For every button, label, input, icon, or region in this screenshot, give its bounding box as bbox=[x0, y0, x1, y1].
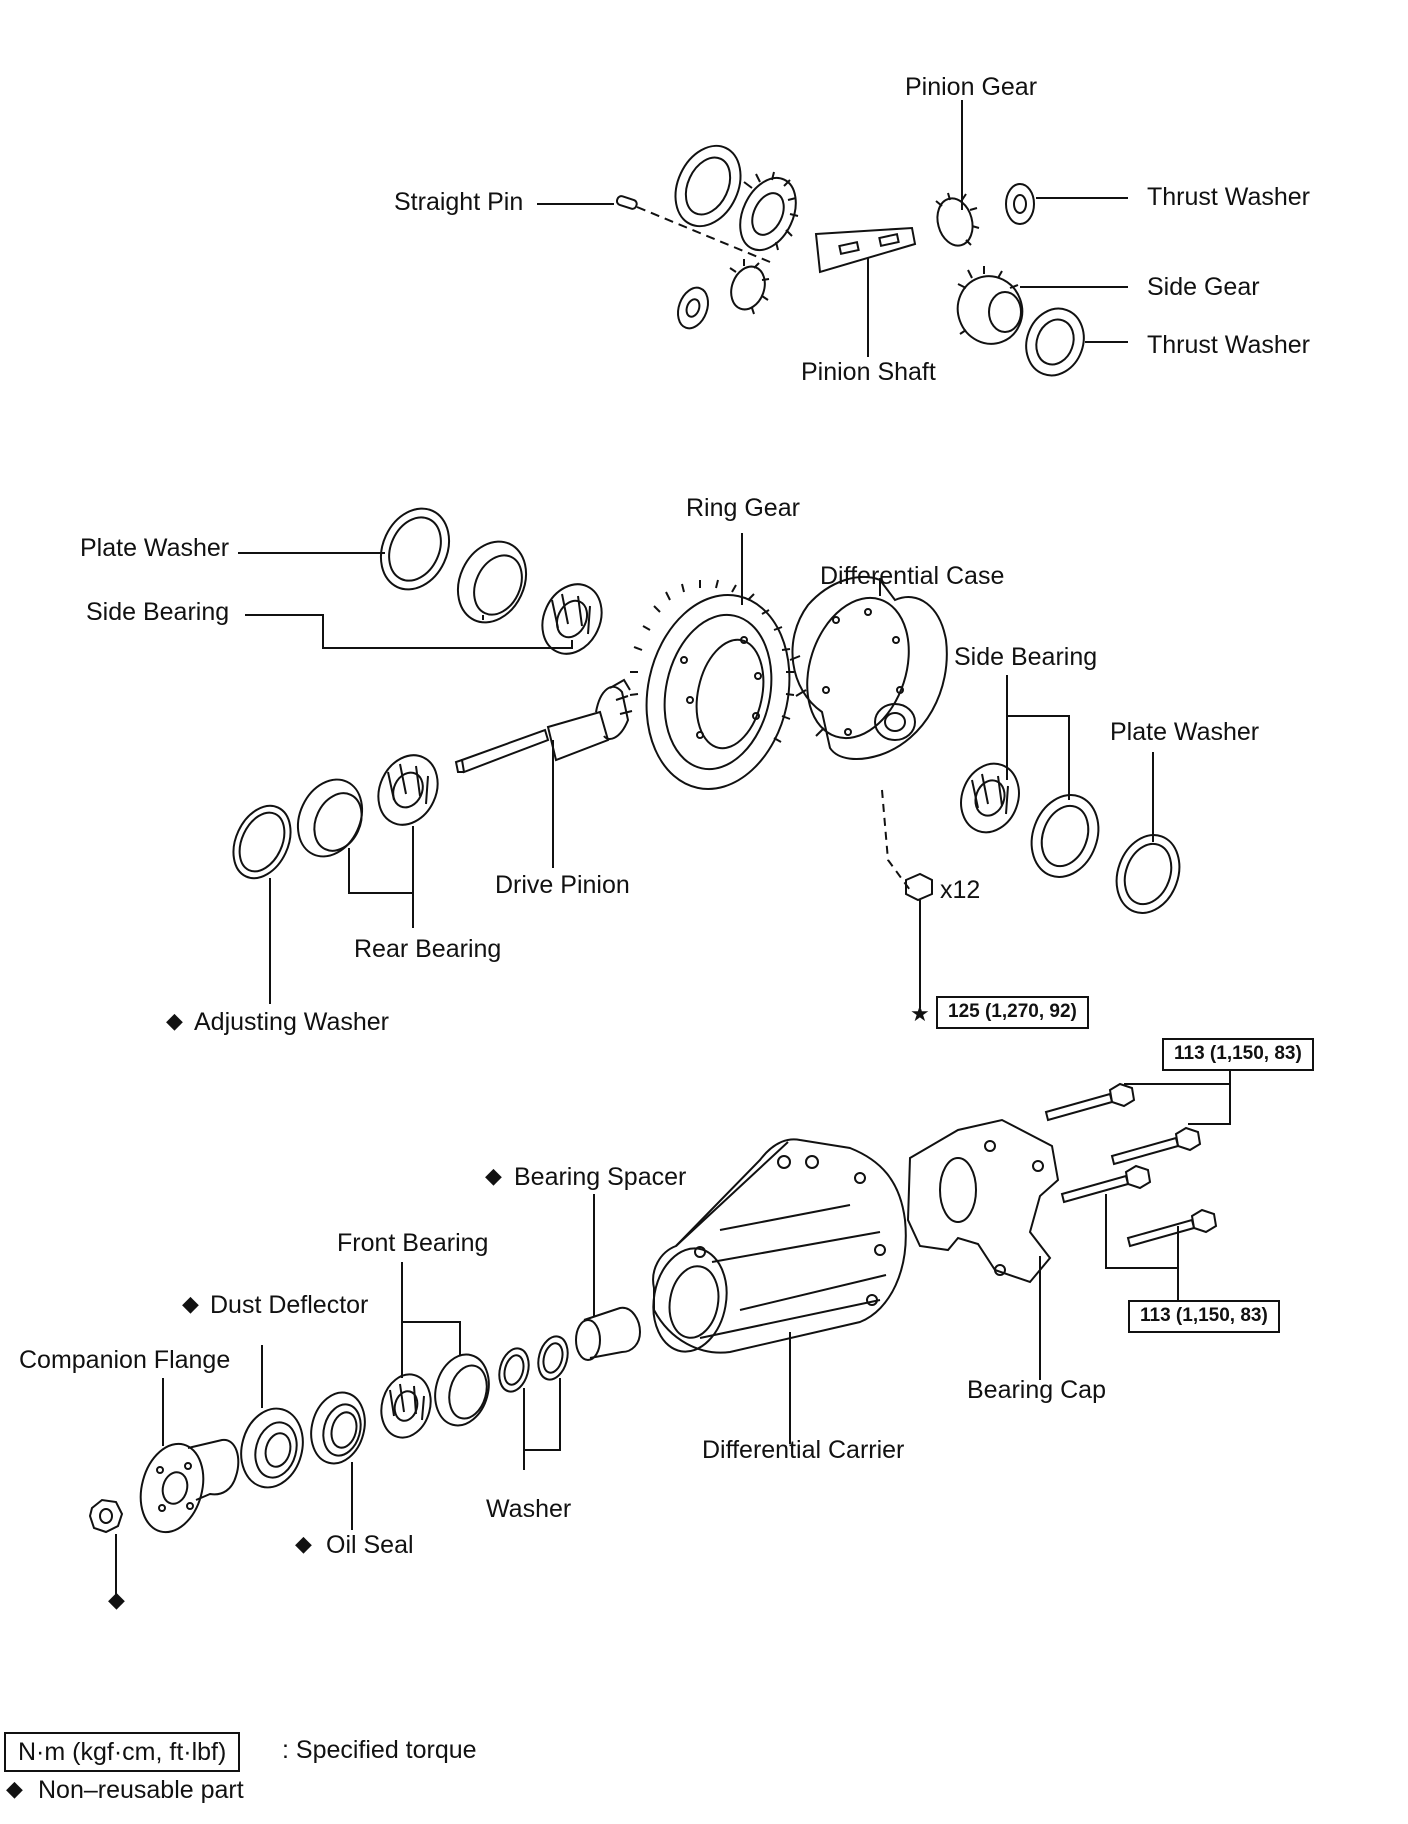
label-side-bearing-right: Side Bearing bbox=[954, 643, 1098, 671]
thrust-washer-left-top bbox=[674, 144, 742, 228]
label-pinion-shaft: Pinion Shaft bbox=[801, 358, 936, 386]
label-oil-seal: Oil Seal bbox=[326, 1531, 414, 1559]
side-bearing-right-bracket bbox=[1006, 675, 1070, 800]
label-front-bearing: Front Bearing bbox=[337, 1229, 489, 1257]
rear-bearing-cup bbox=[296, 778, 364, 858]
washer-right bbox=[537, 1335, 569, 1381]
label-straight-pin: Straight Pin bbox=[394, 188, 524, 216]
label-bearing-cap: Bearing Cap bbox=[967, 1376, 1106, 1404]
washer-bracket bbox=[523, 1378, 561, 1470]
bearing-cap-bolts-bracket-upper bbox=[1124, 1065, 1231, 1125]
label-differential-carrier: Differential Carrier bbox=[702, 1436, 905, 1464]
differential-case bbox=[789, 576, 948, 761]
label-thrust-washer-upper: Thrust Washer bbox=[1147, 183, 1311, 211]
label-ring-gear: Ring Gear bbox=[686, 494, 800, 522]
bearing-cap-bolts-bracket-lower bbox=[1105, 1194, 1179, 1300]
legend-torque-desc: : Specified torque bbox=[282, 1736, 477, 1764]
label-thrust-washer-lower: Thrust Washer bbox=[1147, 331, 1311, 359]
rear-bearing-cone bbox=[377, 754, 439, 826]
non-reusable-mark-bearing-spacer: ◆ bbox=[485, 1164, 502, 1189]
bearing-cap-bolts bbox=[1044, 1082, 1218, 1248]
companion-flange-nut bbox=[88, 1498, 124, 1600]
non-reusable-mark-adjusting-washer: ◆ bbox=[166, 1009, 183, 1034]
pinion-gear-right bbox=[935, 100, 980, 247]
straight-pin bbox=[537, 195, 638, 210]
differential-carrier bbox=[652, 1138, 907, 1444]
thrust-washer-right-top bbox=[1025, 307, 1128, 377]
legend-non-reusable-desc: Non–reusable part bbox=[38, 1776, 244, 1804]
torque-box-ring-gear-bolts: 125 (1,270, 92) bbox=[936, 996, 1089, 1029]
label-adjusting-washer: Adjusting Washer bbox=[194, 1008, 389, 1036]
label-washer: Washer bbox=[486, 1495, 572, 1523]
side-bearing-cup-right bbox=[1030, 794, 1100, 878]
pinion-gear-left bbox=[729, 259, 770, 315]
label-drive-pinion: Drive Pinion bbox=[495, 871, 630, 899]
legend-non-reusable-mark: ◆ bbox=[6, 1777, 23, 1802]
front-bearing-cup bbox=[434, 1353, 490, 1427]
ring-gear-bolt bbox=[905, 872, 933, 1008]
straight-pin-dashed-line bbox=[636, 206, 771, 263]
adjusting-washer bbox=[232, 804, 292, 1004]
torque-box-bearing-cap-lower: 113 (1,150, 83) bbox=[1128, 1300, 1280, 1333]
legend-torque-unit-box: N·m (kgf·cm, ft·lbf) bbox=[4, 1732, 241, 1772]
label-pinion-gear: Pinion Gear bbox=[905, 73, 1038, 101]
side-bearing-cup-left bbox=[456, 540, 528, 624]
side-gear-left-top bbox=[739, 171, 799, 252]
thrust-washer-small-right bbox=[1005, 183, 1128, 225]
non-reusable-mark-oil-seal: ◆ bbox=[295, 1532, 312, 1557]
non-reusable-mark-companion-flange-nut: ◆ bbox=[108, 1588, 125, 1613]
side-bearing-left-bracket bbox=[245, 614, 573, 649]
drive-pinion bbox=[454, 678, 633, 868]
label-dust-deflector: Dust Deflector bbox=[210, 1291, 369, 1319]
rear-bearing-bracket bbox=[348, 826, 414, 928]
dust-deflector bbox=[240, 1345, 304, 1489]
side-bearing-cone-right bbox=[960, 762, 1020, 834]
label-differential-case: Differential Case bbox=[820, 562, 1005, 590]
front-bearing-cone bbox=[380, 1373, 432, 1439]
side-bearing-cone-left bbox=[541, 583, 603, 655]
plate-washer-left bbox=[379, 507, 451, 591]
thrust-washer-small-left bbox=[677, 286, 709, 330]
label-bearing-spacer: Bearing Spacer bbox=[514, 1163, 687, 1191]
pinion-shaft bbox=[814, 226, 917, 357]
side-gear-right-top bbox=[956, 266, 1128, 345]
bearing-spacer bbox=[575, 1194, 642, 1361]
plate-washer-right bbox=[1115, 752, 1181, 914]
ring-gear-bolt-dashed bbox=[881, 789, 911, 891]
label-plate-washer-right: Plate Washer bbox=[1110, 718, 1260, 746]
non-reusable-mark-dust-deflector: ◆ bbox=[182, 1292, 199, 1317]
washer-left bbox=[498, 1347, 530, 1393]
oil-seal bbox=[310, 1391, 366, 1530]
label-side-bearing-left: Side Bearing bbox=[86, 598, 230, 626]
label-rear-bearing: Rear Bearing bbox=[354, 935, 502, 963]
companion-flange bbox=[139, 1378, 240, 1534]
label-companion-flange: Companion Flange bbox=[19, 1346, 231, 1374]
label-x12: x12 bbox=[940, 876, 981, 904]
ring-gear bbox=[629, 533, 795, 790]
bearing-cap bbox=[906, 1118, 1060, 1380]
label-plate-washer-left: Plate Washer bbox=[80, 534, 230, 562]
front-bearing-bracket bbox=[401, 1262, 461, 1378]
star-mark-ring-gear-bolt: ★ bbox=[910, 1002, 930, 1027]
torque-box-bearing-cap-upper: 113 (1,150, 83) bbox=[1162, 1038, 1314, 1071]
label-side-gear: Side Gear bbox=[1147, 273, 1260, 301]
